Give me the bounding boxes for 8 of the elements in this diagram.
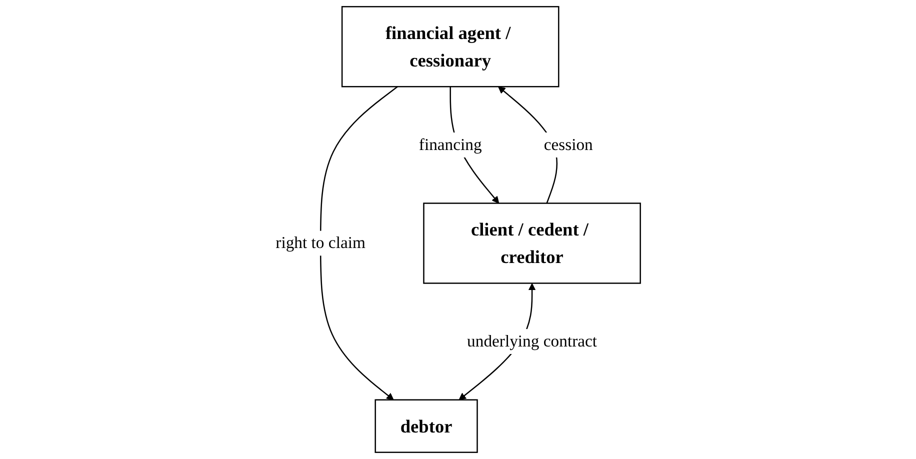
- edge-label: right to claim: [276, 234, 366, 252]
- node-box: debtor: [374, 399, 478, 453]
- edge-label: cession: [544, 136, 593, 154]
- edge-label: underlying contract: [467, 332, 598, 351]
- node-box: financial agent / cessionary: [341, 6, 560, 88]
- arrow: [320, 86, 398, 400]
- edge-label: financing: [418, 136, 482, 154]
- node-box: client / cedent / creditor: [423, 202, 641, 284]
